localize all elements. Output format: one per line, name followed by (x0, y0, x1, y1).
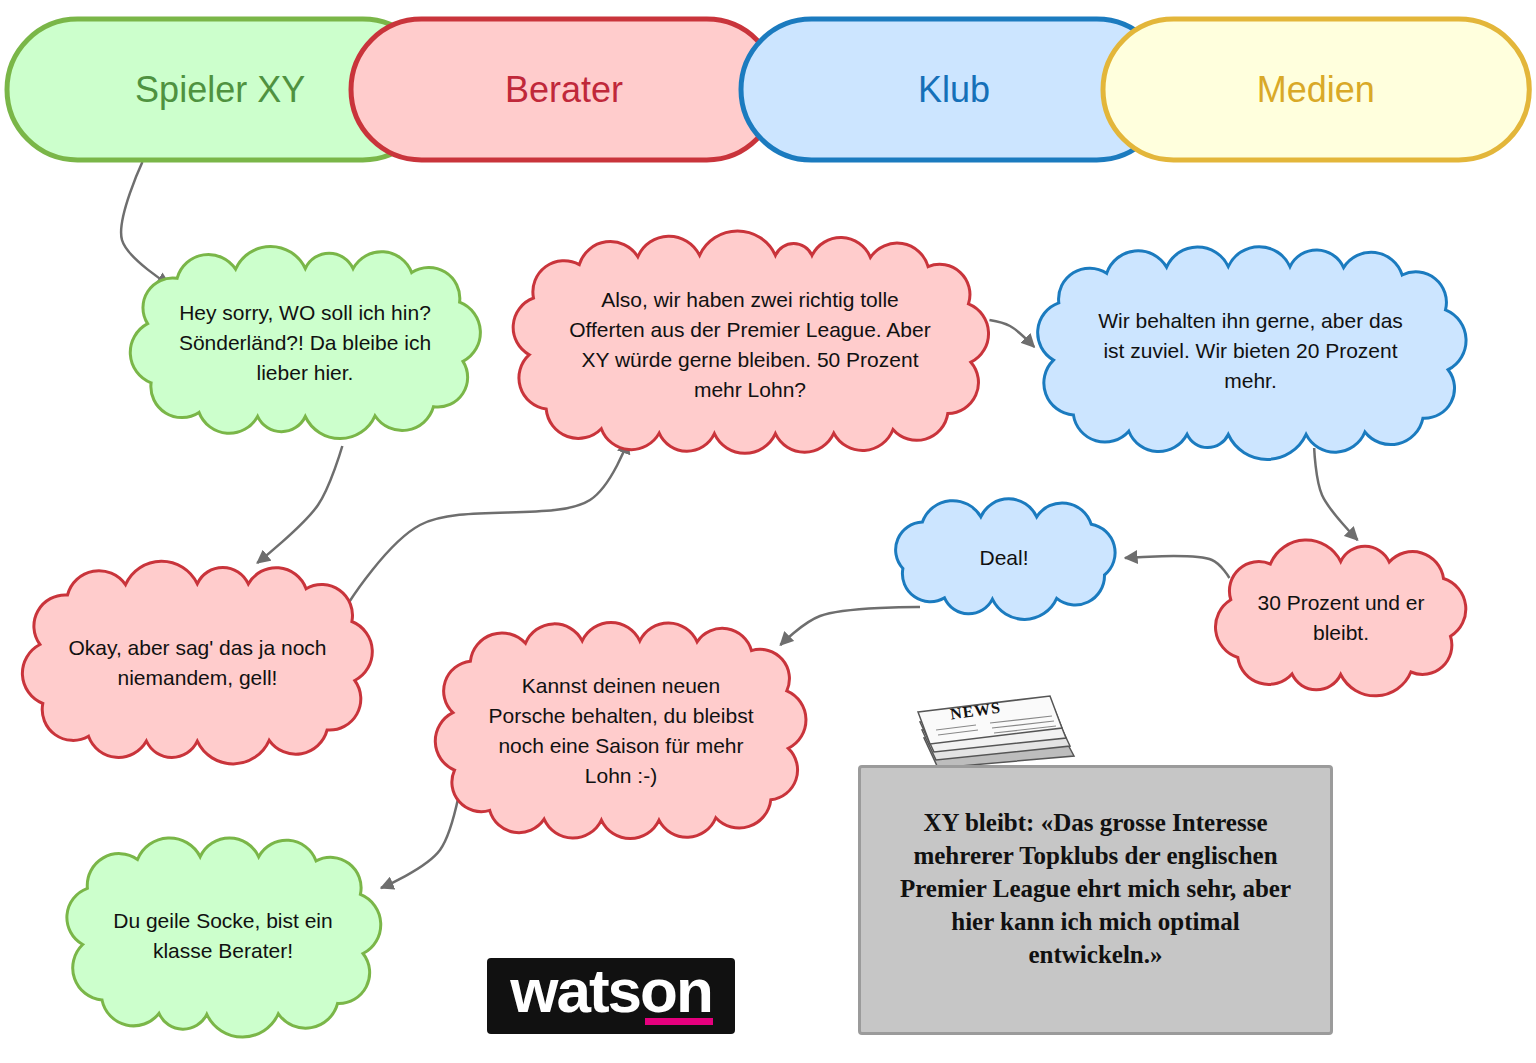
cloud-text: Hey sorry, WO soll ich hin? Sönderländ?!… (174, 298, 436, 388)
flow-arrow (1314, 448, 1357, 540)
cloud-text: Wir behalten ihn gerne, aber das ist zuv… (1085, 306, 1415, 396)
pill-shape (1103, 19, 1529, 160)
cloud-outline (59, 833, 387, 1038)
cloud-outline (16, 560, 379, 765)
header-text: Klub (804, 69, 1104, 111)
cloud-outline (1207, 538, 1474, 698)
speech-cloud: Also, wir haben zwei richtig tolle Offer… (506, 232, 994, 457)
speech-cloud: 30 Prozent und er bleibt. (1207, 538, 1474, 698)
flow-arrow (121, 162, 169, 285)
role-header: Berater (348, 16, 780, 163)
news-box: XY bleibt: «Das grosse Interesse mehrere… (858, 765, 1333, 1035)
text-group: Hey sorry, WO soll ich hin? Sönderländ?!… (174, 298, 436, 388)
header-text: Berater (414, 69, 714, 111)
speech-cloud: Kannst deinen neuen Porsche behalten, du… (430, 618, 811, 843)
flow-arrow (257, 446, 342, 563)
logo-wordmark: watson (487, 960, 735, 1022)
speech-cloud: Deal! (880, 494, 1128, 622)
cloud-shape (130, 246, 480, 438)
cloud-text: Kannst deinen neuen Porsche behalten, du… (482, 671, 760, 791)
speech-cloud: Du geile Socke, bist ein klasse Berater! (59, 833, 387, 1038)
header-text: Medien (1166, 69, 1466, 111)
cloud-shape (1216, 540, 1466, 696)
text-group: Okay, aber sag' das ja noch niemandem, g… (66, 633, 328, 693)
speech-cloud: Wir behalten ihn gerne, aber das ist zuv… (1030, 243, 1472, 458)
news-quote: XY bleibt: «Das grosse Interesse mehrere… (891, 806, 1301, 971)
flow-arrow (1125, 556, 1229, 578)
cloud-shape (1037, 247, 1465, 460)
text-group: Wir behalten ihn gerne, aber das ist zuv… (1085, 306, 1415, 396)
header-text: Spieler XY (70, 69, 370, 111)
cloud-text: Also, wir haben zwei richtig tolle Offer… (565, 285, 935, 405)
cloud-shape (436, 622, 807, 838)
speech-cloud: Hey sorry, WO soll ich hin? Sönderländ?!… (124, 245, 487, 440)
logo-plate: watson (487, 958, 735, 1034)
cloud-text: Du geile Socke, bist ein klasse Berater! (107, 906, 339, 966)
cloud-text: 30 Prozent und er bleibt. (1251, 588, 1431, 648)
cloud-outline (506, 232, 994, 457)
text-group: Kannst deinen neuen Porsche behalten, du… (482, 671, 760, 791)
cloud-shape (23, 561, 373, 764)
cloud-outline (430, 618, 811, 843)
role-header: Medien (1100, 16, 1532, 163)
cloud-text: Deal! (964, 543, 1044, 573)
speech-cloud: Okay, aber sag' das ja noch niemandem, g… (16, 560, 379, 765)
text-group: 30 Prozent und er bleibt. (1251, 588, 1431, 648)
text-group: Deal! (964, 543, 1044, 573)
cloud-shape (896, 499, 1115, 620)
cloud-shape (67, 838, 381, 1037)
text-group: Spieler XY (70, 69, 370, 111)
text-group: Also, wir haben zwei richtig tolle Offer… (565, 285, 935, 405)
cloud-text: Okay, aber sag' das ja noch niemandem, g… (66, 633, 328, 693)
text-group: Du geile Socke, bist ein klasse Berater! (107, 906, 339, 966)
text-group: XY bleibt: «Das grosse Interesse mehrere… (891, 806, 1301, 971)
text-group: Klub (804, 69, 1104, 111)
flow-arrow (780, 607, 920, 645)
flow-arrow (989, 320, 1034, 347)
pill-shape (351, 19, 777, 160)
text-group: Medien (1166, 69, 1466, 111)
flow-arrow (349, 441, 628, 602)
cloud-shape (513, 231, 988, 453)
text-group: Berater (414, 69, 714, 111)
